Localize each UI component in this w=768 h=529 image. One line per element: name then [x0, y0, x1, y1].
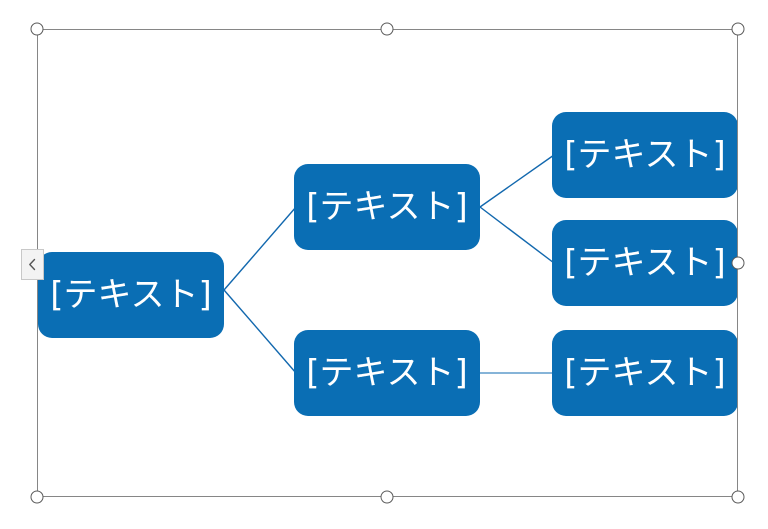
handle-top-center[interactable] — [380, 22, 394, 36]
node-branch-1-label: [テキスト] — [306, 187, 468, 227]
node-leaf-1-shape[interactable] — [552, 112, 738, 198]
node-leaf-3-label: [テキスト] — [564, 353, 726, 393]
node-branch-1[interactable]: [テキスト] — [294, 164, 480, 250]
connector-root-to-branch-1 — [223, 206, 297, 291]
handle-bottom-left[interactable] — [30, 490, 44, 504]
node-leaf-2[interactable]: [テキスト] — [552, 220, 738, 306]
node-root-shape[interactable] — [38, 252, 224, 338]
node-leaf-1-label: [テキスト] — [564, 135, 726, 175]
handle-bottom-right[interactable] — [731, 490, 745, 504]
node-branch-2-label: [テキスト] — [306, 353, 468, 393]
node-branch-1-shape[interactable] — [294, 164, 480, 250]
handle-top-right[interactable] — [731, 22, 745, 36]
node-root-label: [テキスト] — [50, 275, 212, 315]
node-root[interactable]: [テキスト] — [38, 252, 224, 338]
connector-group — [223, 154, 555, 374]
handle-middle-right[interactable] — [731, 256, 745, 270]
handle-bottom-center[interactable] — [380, 490, 394, 504]
node-branch-2[interactable]: [テキスト] — [294, 330, 480, 416]
connector-branch-1-to-leaf-1 — [479, 154, 555, 208]
text-pane-toggle-button[interactable] — [21, 249, 44, 280]
handle-top-left[interactable] — [30, 22, 44, 36]
connector-branch-1-to-leaf-2 — [479, 206, 555, 264]
connector-root-to-branch-2 — [223, 289, 297, 374]
node-leaf-2-label: [テキスト] — [564, 243, 726, 283]
node-leaf-2-shape[interactable] — [552, 220, 738, 306]
node-leaf-3-shape[interactable] — [552, 330, 738, 416]
node-leaf-1[interactable]: [テキスト] — [552, 112, 738, 198]
node-branch-2-shape[interactable] — [294, 330, 480, 416]
node-leaf-3[interactable]: [テキスト] — [552, 330, 738, 416]
chevron-left-icon — [29, 258, 36, 271]
